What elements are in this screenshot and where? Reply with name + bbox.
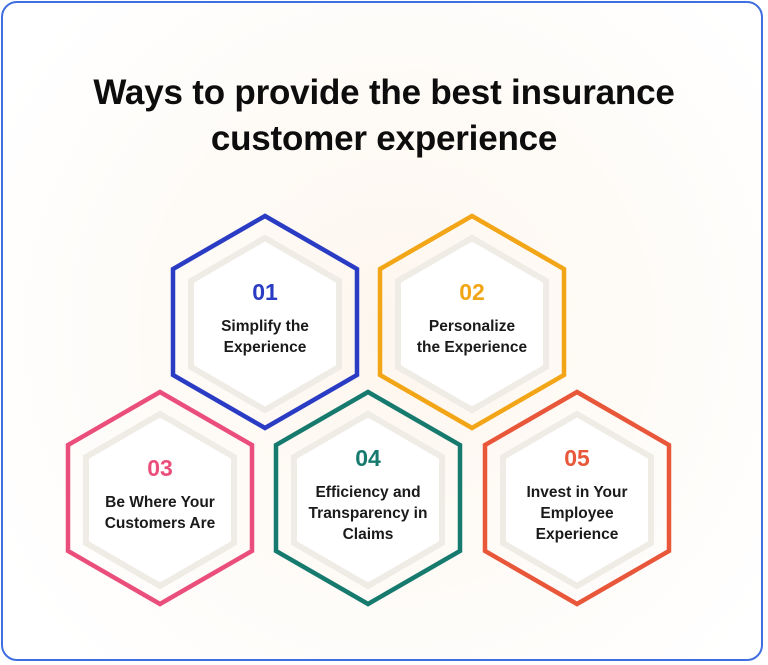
step-number: 02 — [459, 279, 485, 305]
step-label-line: Invest in Your — [526, 483, 628, 501]
step-label-line: Simplify the — [221, 318, 309, 335]
hexagon-outline — [377, 213, 567, 431]
hexagon-item-04 — [273, 389, 463, 607]
step-label-line: Personalize — [428, 318, 516, 335]
step-label-line: Customers Are — [104, 515, 216, 532]
hexagon-inner — [395, 234, 549, 414]
hexagon-outline — [273, 389, 463, 607]
title-line-1: Ways to provide the best insurance — [93, 73, 675, 112]
step-label-line: Claims — [342, 525, 394, 543]
hexagon-outline — [170, 213, 360, 431]
hexagon-outline — [65, 389, 255, 607]
step-label: Personalize the Experience — [397, 316, 547, 358]
step-label-line: Efficiency and — [315, 483, 421, 501]
hexagon-item-03 — [65, 389, 255, 607]
step-label-line: Experience — [535, 525, 619, 543]
page-title: Ways to provide the best insurance custo… — [0, 70, 768, 162]
hexagon-outline — [482, 389, 672, 607]
hexagon-item-02 — [377, 213, 567, 431]
step-number: 01 — [252, 279, 278, 305]
hexagon-item-01 — [170, 213, 360, 431]
hexagon-item-05 — [482, 389, 672, 607]
step-label-line: the Experience — [416, 339, 528, 356]
step-number: 04 — [355, 444, 381, 471]
step-label-line: Experience — [223, 339, 307, 356]
step-label-line: Be Where Your — [105, 494, 215, 511]
step-label-line: Transparency in — [308, 504, 428, 522]
step-label-line: Employee — [540, 504, 614, 522]
hexagon-inner — [291, 410, 445, 590]
hexagon-inner — [188, 234, 342, 414]
step-number: 05 — [564, 444, 590, 471]
hexagon-inner — [83, 410, 237, 590]
step-number: 03 — [147, 455, 173, 481]
hexagon-inner — [500, 410, 654, 590]
title-line-2: customer experience — [210, 119, 558, 158]
